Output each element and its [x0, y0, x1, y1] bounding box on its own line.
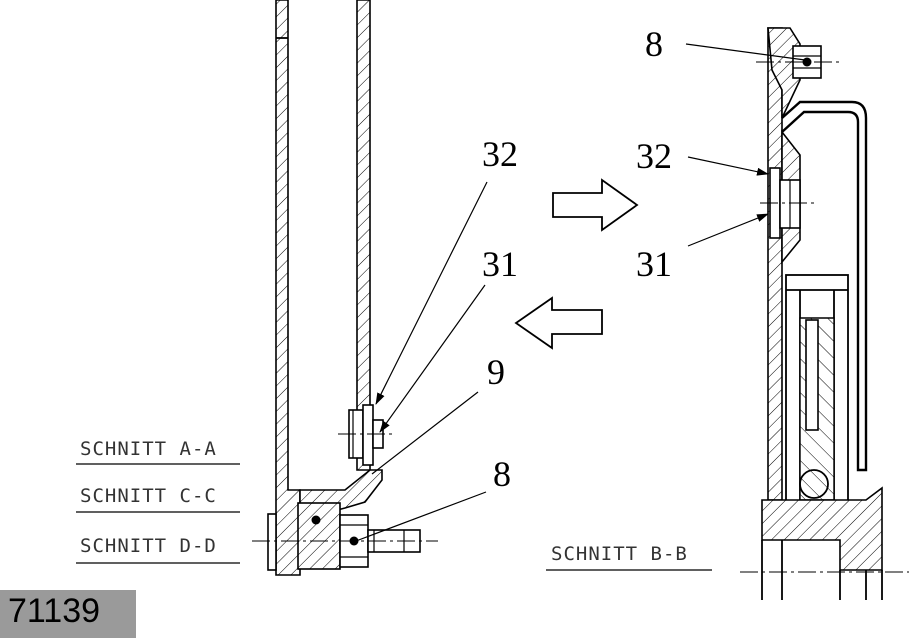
- left-dot-upper: [311, 515, 321, 525]
- right-top-bracket: [767, 27, 801, 119]
- right-bearing-slot: [805, 319, 819, 431]
- right-top-dot: [802, 57, 812, 67]
- right-main-wall: [767, 27, 783, 501]
- section-title-a-a: SCHNITT A-A: [80, 438, 217, 460]
- section-title-c-c: SCHNITT C-C: [80, 485, 217, 507]
- section-title-b-b: SCHNITT B-B: [551, 543, 688, 565]
- left-label-32: 32: [482, 134, 518, 174]
- left-label-8: 8: [493, 454, 511, 494]
- right-base: [761, 486, 883, 571]
- left-leaders: [355, 181, 488, 542]
- right-label-31: 31: [636, 244, 672, 284]
- left-dot-lower: [349, 536, 359, 546]
- right-section-view: [740, 27, 909, 600]
- right-label-8: 8: [645, 24, 663, 64]
- left-label-9: 9: [487, 352, 505, 392]
- section-titles-left: SCHNITT A-A SCHNITT C-C SCHNITT D-D: [76, 438, 240, 564]
- left-outer-wall: [275, 0, 301, 576]
- section-title-d-d: SCHNITT D-D: [80, 535, 217, 557]
- right-leaders: [685, 43, 806, 247]
- figure-id: 71139: [8, 592, 101, 630]
- right-housing-curve: [781, 100, 868, 472]
- left-flange: [267, 513, 277, 571]
- left-inner-wall: [356, 0, 371, 471]
- left-weld-block: [297, 502, 341, 570]
- left-label-31: 31: [482, 244, 518, 284]
- left-screw-washer: [362, 404, 374, 466]
- figure-id-box: 71139: [0, 590, 136, 638]
- right-ball-bearing: [799, 469, 829, 499]
- arrow-right-outline: [552, 178, 639, 232]
- arrow-left-outline: [514, 296, 603, 350]
- right-label-32: 32: [636, 136, 672, 176]
- left-section-view: [252, 0, 438, 576]
